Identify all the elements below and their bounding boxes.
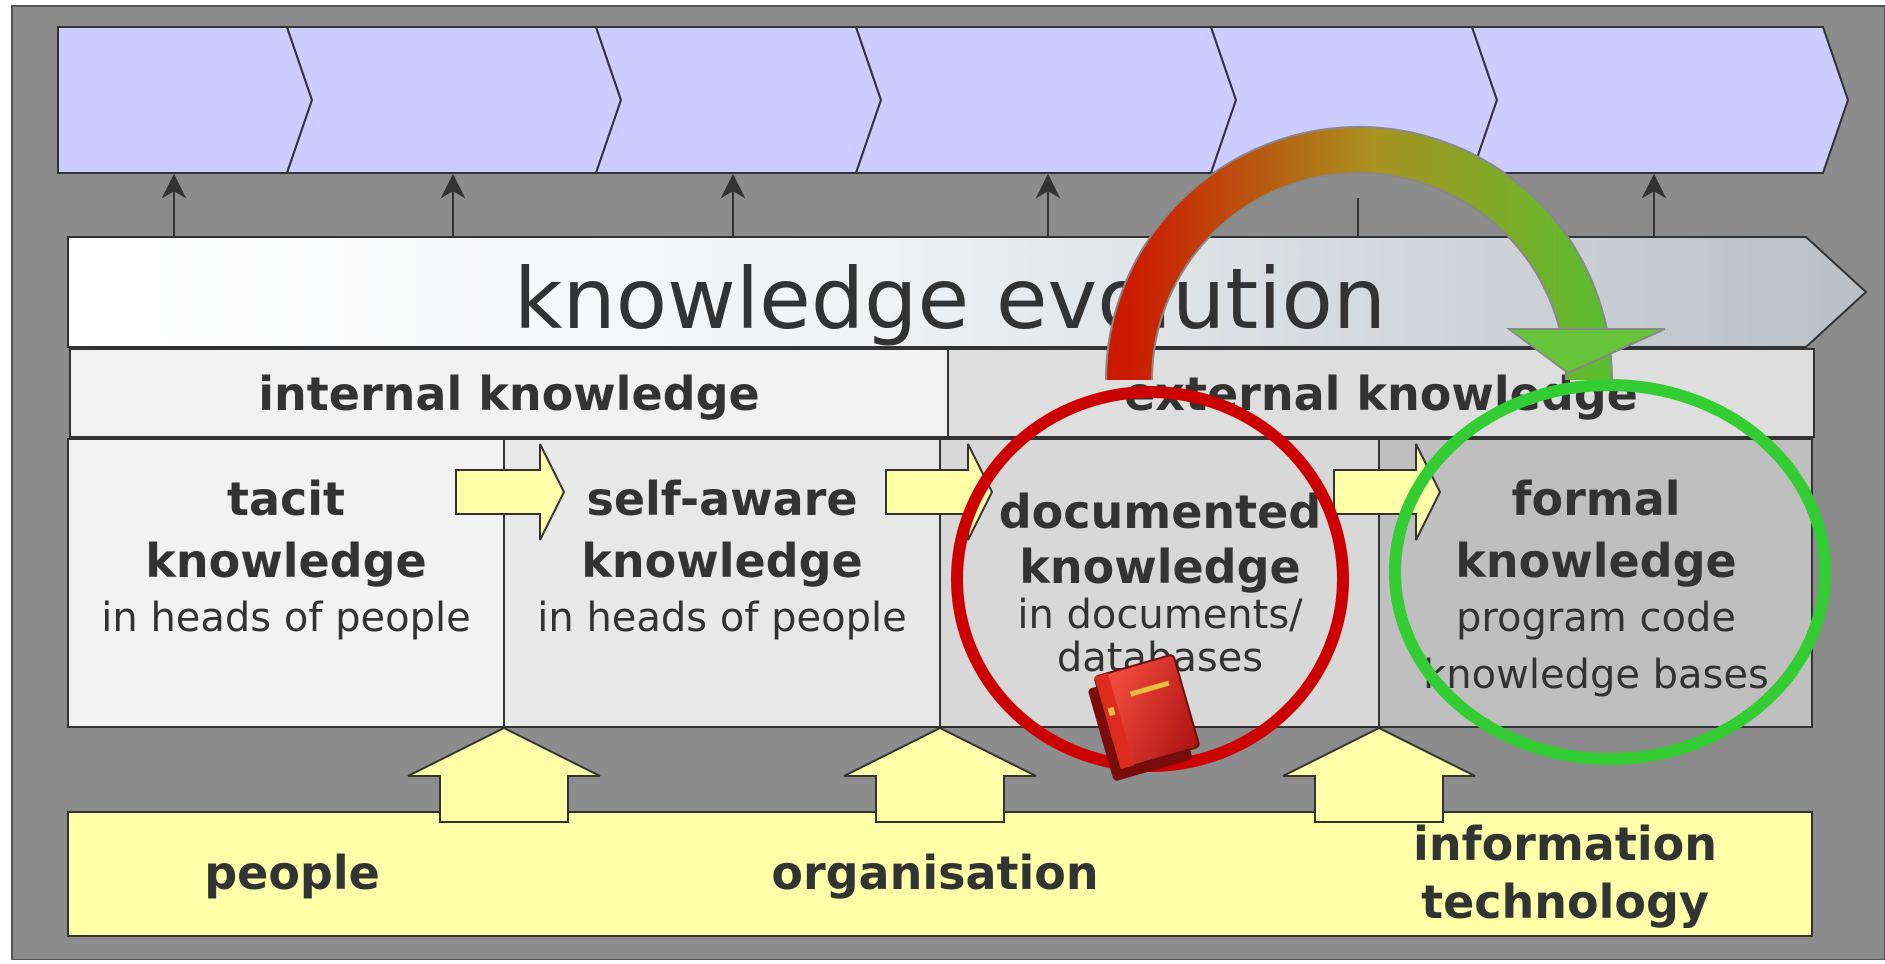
highlight-circle-formal <box>1389 379 1831 765</box>
arrow-up-icon <box>1035 173 1061 199</box>
diagram-title: knowledge evolution <box>514 250 1386 348</box>
stage-name-line1: documented <box>999 485 1322 539</box>
book-icon <box>1088 654 1200 781</box>
stage-desc-line1: program code <box>1456 595 1736 641</box>
foundation-it-line1: information <box>1413 817 1717 871</box>
stage-desc-line1: in heads of people <box>537 595 906 641</box>
process-chevron-2 <box>285 26 623 174</box>
curved-arrow-icon <box>1105 126 1666 381</box>
arrow-up-icon <box>440 173 466 199</box>
foundation-people: people <box>204 846 380 900</box>
stage-name-line2: knowledge <box>581 534 862 588</box>
foundation-bar <box>67 811 1813 937</box>
arrow-up-icon <box>161 173 187 199</box>
stage-text-tacit: tacit knowledge in heads of people <box>101 472 470 641</box>
arrow-up-icon <box>1641 173 1667 199</box>
arrow-right-icon <box>885 443 994 541</box>
arrow-up-icon <box>1282 726 1476 823</box>
stage-desc-line2: knowledge bases <box>1423 652 1769 698</box>
arrow-up-icon <box>843 726 1037 823</box>
stage-box-tacit <box>67 438 505 728</box>
foundation-organisation: organisation <box>771 846 1098 900</box>
arrow-right-icon <box>455 443 566 541</box>
stage-name-line1: formal <box>1511 472 1680 526</box>
stage-name-line1: self-aware <box>586 472 857 526</box>
foundation-it-line2: technology <box>1421 875 1709 929</box>
stage-text-self-aware: self-aware knowledge in heads of people <box>537 472 906 641</box>
stage-desc-line1: in heads of people <box>101 595 470 641</box>
stage-box-formal <box>1378 438 1813 728</box>
arrow-up-icon <box>407 726 601 823</box>
stage-text-formal: formal knowledge program code knowledge … <box>1423 472 1769 698</box>
process-chevron-4 <box>854 26 1238 174</box>
arrow-up-icon <box>720 173 746 199</box>
connector-arrows <box>161 173 1667 236</box>
stage-name-line2: knowledge <box>1019 540 1300 594</box>
stage-name-line2: knowledge <box>1455 534 1736 588</box>
process-chevron-6 <box>1470 26 1850 174</box>
stage-text-documented: documented knowledge in documents/ datab… <box>999 485 1322 681</box>
process-chevron-3 <box>594 26 883 174</box>
internal-knowledge-label: internal knowledge <box>258 367 759 421</box>
process-chevron-row <box>57 26 1850 174</box>
stage-name-line1: tacit <box>227 472 345 526</box>
foundation-arrows <box>407 726 1476 823</box>
process-chevron-1 <box>57 26 314 174</box>
arrow-right-icon <box>1333 443 1442 541</box>
stage-name-line2: knowledge <box>145 534 426 588</box>
stage-transition-arrows <box>455 443 1442 541</box>
stage-desc-line1: in documents/ <box>1017 592 1303 638</box>
